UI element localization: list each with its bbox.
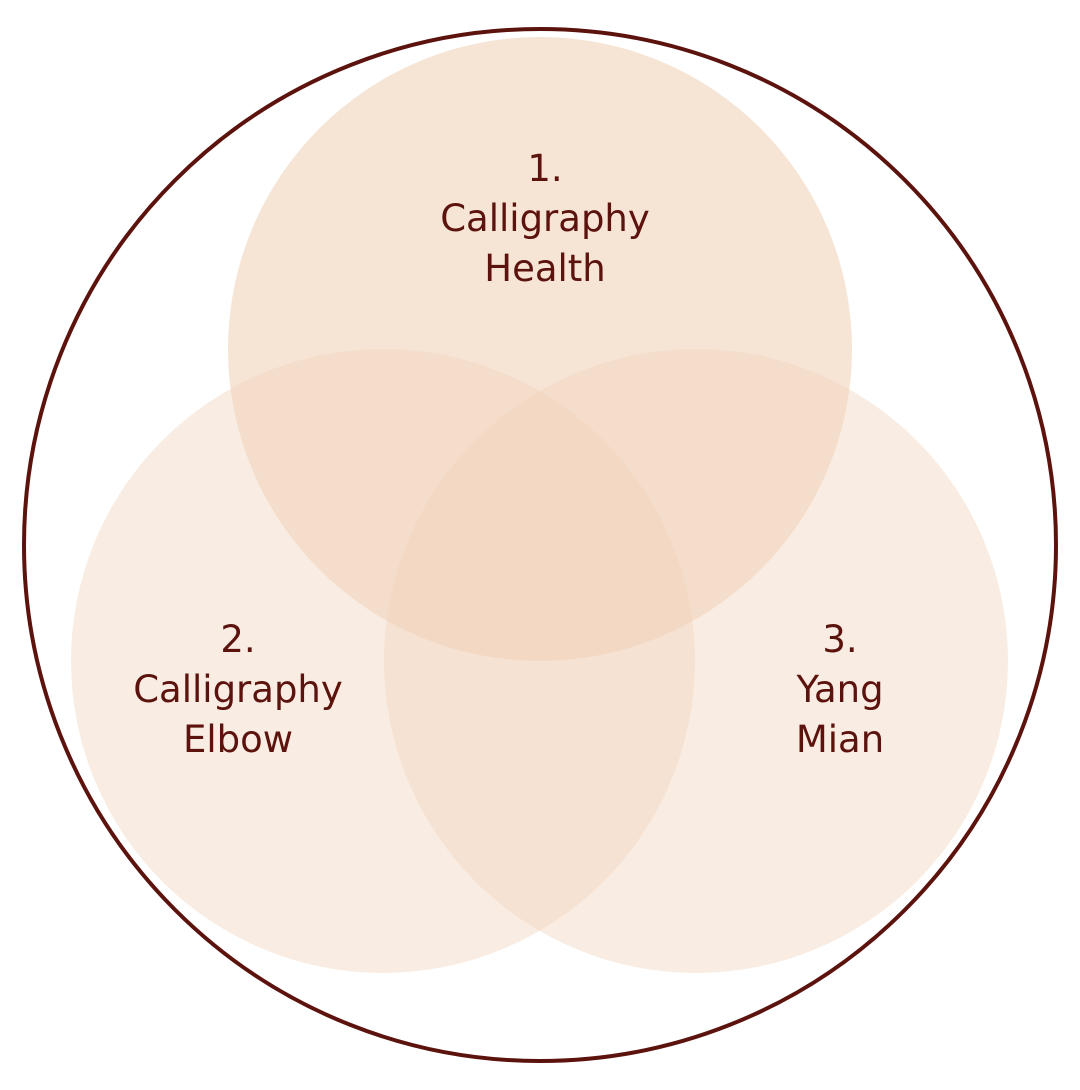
set-2-line2: Elbow (183, 718, 293, 761)
set-1-number: 1. (527, 147, 562, 190)
set-label-3: 3. Yang Mian (795, 618, 884, 761)
set-3-line1: Yang (795, 668, 883, 711)
set-3-line2: Mian (796, 718, 884, 761)
set-label-1: 1. Calligraphy Health (440, 147, 650, 290)
set-label-2: 2. Calligraphy Elbow (133, 618, 343, 761)
set-circle-3 (384, 349, 1008, 973)
set-3-number: 3. (822, 618, 857, 661)
set-2-number: 2. (220, 618, 255, 661)
set-1-line2: Health (484, 247, 606, 290)
set-circle-1 (228, 37, 852, 661)
outer-circle (22, 27, 1058, 1063)
set-1-line1: Calligraphy (440, 197, 650, 240)
set-2-line1: Calligraphy (133, 668, 343, 711)
set-circle-2 (71, 349, 695, 973)
